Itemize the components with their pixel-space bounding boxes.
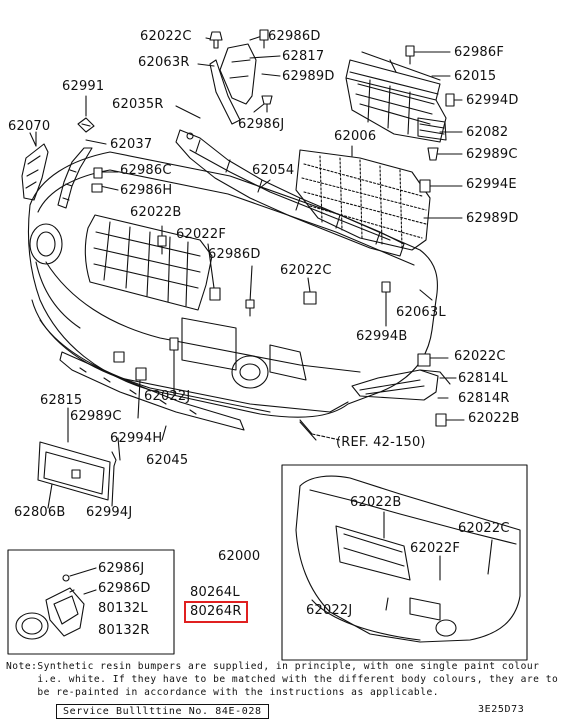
label-62082: 62082 — [466, 125, 509, 140]
label-80264r-highlighted: 80264R — [184, 601, 248, 623]
label-62037: 62037 — [110, 137, 153, 152]
retainer-62045 — [59, 351, 245, 431]
duct-62814 — [351, 369, 451, 401]
note-line-3: be re-painted in accordance with the ins… — [6, 687, 440, 698]
note-line-2: i.e. white. If they have to be matched w… — [6, 674, 559, 685]
label-62022j-inset: 62022J — [306, 603, 353, 618]
label-62986d-top: 62986D — [268, 29, 321, 44]
label-62815: 62815 — [40, 393, 83, 408]
label-62994d: 62994D — [466, 93, 519, 108]
label-62994h: 62994H — [110, 431, 163, 446]
label-62989c-low: 62989C — [70, 409, 122, 424]
service-bulletin-box: Service Bulllttine No. 84E-028 — [56, 704, 269, 719]
label-62022f-top: 62022F — [176, 227, 227, 242]
label-62022c-inset: 62022C — [458, 521, 510, 536]
emblem-assembly — [15, 567, 97, 640]
inset-frame-62000 — [281, 464, 528, 661]
bumper-face — [27, 151, 438, 441]
label-62986d-mid: 62986D — [208, 247, 261, 262]
grille-62015 — [345, 51, 447, 143]
note-line-1: Note:Synthetic resin bumpers are supplie… — [6, 661, 540, 672]
label-62022b-inset: 62022B — [350, 495, 402, 510]
label-62986h: 62986H — [120, 183, 173, 198]
label-62989d-mid: 62989D — [466, 211, 519, 226]
label-62994j: 62994J — [86, 505, 133, 520]
plate-bracket-62815 — [37, 441, 117, 501]
label-62986d-small: 62986D — [98, 581, 151, 596]
diagram-code: 3E25D73 — [478, 704, 525, 715]
label-62022c-top: 62022C — [140, 29, 192, 44]
label-62806b: 62806B — [14, 505, 66, 520]
label-62814l: 62814L — [458, 371, 508, 386]
inset-bumper — [295, 475, 521, 643]
label-62814r: 62814R — [458, 391, 510, 406]
label-62063r: 62063R — [138, 55, 190, 70]
label-62054: 62054 — [252, 163, 295, 178]
clip-62991 — [77, 117, 95, 133]
label-62994e: 62994E — [466, 177, 517, 192]
bracket-62070 — [21, 132, 49, 201]
label-62817: 62817 — [282, 49, 325, 64]
label-62022c-mid: 62022C — [280, 263, 332, 278]
mesh-62006 — [295, 149, 431, 251]
label-80132r: 80132R — [98, 623, 150, 638]
label-80264l: 80264L — [190, 585, 240, 600]
label-62989c-top: 62989C — [466, 147, 518, 162]
reinforcement-62054 — [175, 129, 405, 257]
label-ref-42-150: (REF. 42-150) — [336, 435, 426, 450]
label-62035r: 62035R — [112, 97, 164, 112]
label-62986f: 62986F — [454, 45, 505, 60]
label-62022b-right: 62022B — [468, 411, 520, 426]
label-62045: 62045 — [146, 453, 189, 468]
label-62063l: 62063L — [396, 305, 446, 320]
inset-frame-emblem — [7, 549, 175, 655]
label-62015: 62015 — [454, 69, 497, 84]
label-62000: 62000 — [218, 549, 261, 564]
label-62022b-top: 62022B — [130, 205, 182, 220]
label-62006: 62006 — [334, 129, 377, 144]
label-62991: 62991 — [62, 79, 105, 94]
label-62989d-top: 62989D — [282, 69, 335, 84]
label-62022j-mid: 62022J — [144, 389, 191, 404]
label-62022c-right: 62022C — [454, 349, 506, 364]
fasteners — [91, 29, 455, 427]
label-62986j-top: 62986J — [238, 117, 285, 132]
label-62986c: 62986C — [120, 163, 172, 178]
label-62070: 62070 — [8, 119, 51, 134]
retainer-62037 — [57, 147, 93, 209]
label-62994b: 62994B — [356, 329, 408, 344]
label-80132l: 80132L — [98, 601, 148, 616]
label-62022f-inset: 62022F — [410, 541, 461, 556]
bracket-62817 — [209, 43, 257, 125]
label-62986j-small: 62986J — [98, 561, 145, 576]
